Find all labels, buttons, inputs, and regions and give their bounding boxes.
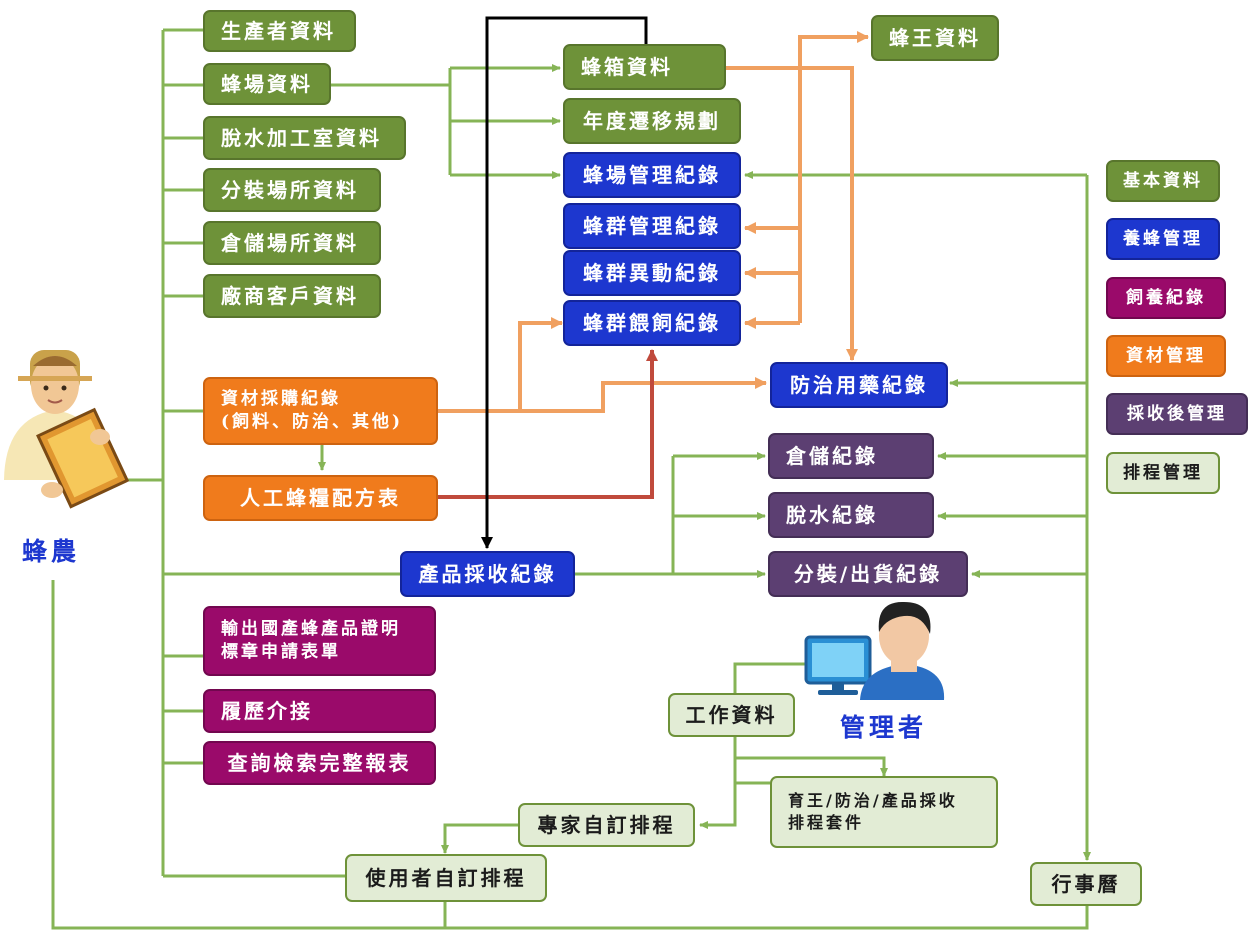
schedule-kit-box[interactable]: 育王/防治/產品採收 排程套件 — [770, 776, 998, 848]
schedule-kit-subtitle: 排程套件 — [788, 813, 865, 832]
legend-beekeeping-management: 養蜂管理 — [1106, 218, 1220, 260]
legend-schedule-management: 排程管理 — [1106, 452, 1220, 494]
apiary-data-box[interactable]: 蜂場資料 — [203, 63, 331, 105]
packing-site-data-box[interactable]: 分裝場所資料 — [203, 168, 381, 212]
packing-shipping-record-box[interactable]: 分裝/出貨紀錄 — [768, 551, 968, 597]
producer-data-box[interactable]: 生產者資料 — [203, 10, 356, 52]
material-purchase-subtitle: (飼料、防治、其他) — [221, 412, 404, 432]
dehydration-room-data-box[interactable]: 脫水加工室資料 — [203, 116, 406, 160]
queen-data-box[interactable]: 蜂王資料 — [871, 15, 999, 61]
full-report-query-box[interactable]: 查詢檢索完整報表 — [203, 741, 436, 785]
supplier-client-data-box[interactable]: 廠商客戶資料 — [203, 274, 381, 318]
export-certification-subtitle: 標章申請表單 — [221, 642, 341, 662]
storage-site-data-box[interactable]: 倉儲場所資料 — [203, 221, 381, 265]
legend-post-harvest-management: 採收後管理 — [1106, 393, 1248, 435]
hive-data-box[interactable]: 蜂箱資料 — [563, 44, 726, 90]
farmer-icon — [4, 350, 130, 509]
manager-label: 管理者 — [840, 713, 928, 742]
apiary-management-record-box[interactable]: 蜂場管理紀錄 — [563, 152, 741, 198]
legend-materials-management: 資材管理 — [1106, 335, 1226, 377]
traceability-interface-box[interactable]: 履歷介接 — [203, 689, 436, 733]
annual-migration-plan-box[interactable]: 年度遷移規劃 — [563, 98, 741, 144]
export-certification-form-box[interactable]: 輸出國產蜂產品證明 標章申請表單 — [203, 606, 436, 676]
user-custom-schedule-box[interactable]: 使用者自訂排程 — [345, 854, 547, 902]
colony-feeding-record-box[interactable]: 蜂群餵飼紀錄 — [563, 300, 741, 346]
expert-custom-schedule-box[interactable]: 專家自訂排程 — [518, 803, 695, 847]
legend-basic-data: 基本資料 — [1106, 160, 1220, 202]
legend-feeding-records: 飼養紀錄 — [1106, 277, 1226, 319]
schedule-kit-title: 育王/防治/產品採收 — [788, 791, 958, 811]
farmer-label: 蜂農 — [22, 537, 81, 566]
work-data-box[interactable]: 工作資料 — [668, 693, 795, 737]
export-certification-title: 輸出國產蜂產品證明 — [221, 619, 401, 640]
product-harvest-record-box[interactable]: 產品採收紀錄 — [400, 551, 575, 597]
colony-management-record-box[interactable]: 蜂群管理紀錄 — [563, 203, 741, 249]
material-purchase-record-box[interactable]: 資材採購紀錄 (飼料、防治、其他) — [203, 377, 438, 445]
manager-icon — [804, 601, 945, 700]
calendar-box[interactable]: 行事曆 — [1030, 862, 1142, 906]
artificial-pollen-formula-box[interactable]: 人工蜂糧配方表 — [203, 475, 438, 521]
dehydration-record-box[interactable]: 脫水紀錄 — [768, 492, 934, 538]
colony-change-record-box[interactable]: 蜂群異動紀錄 — [563, 250, 741, 296]
pest-drug-record-box[interactable]: 防治用藥紀錄 — [770, 362, 948, 408]
material-purchase-title: 資材採購紀錄 — [221, 389, 341, 410]
storage-record-box[interactable]: 倉儲紀錄 — [768, 433, 934, 479]
